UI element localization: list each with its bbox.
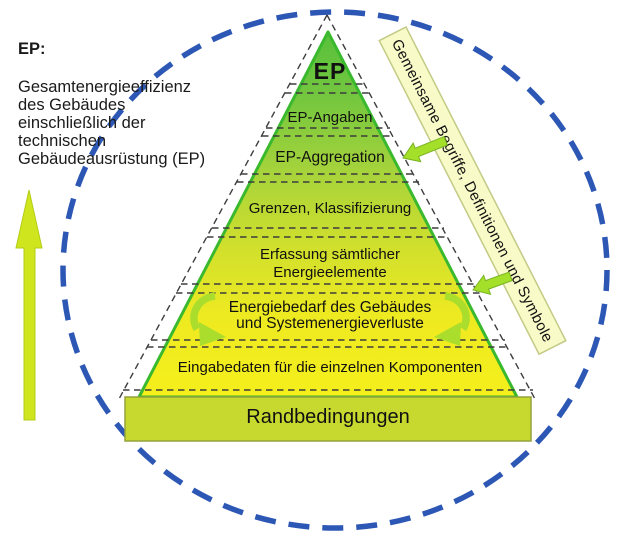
- base-bar: [124, 396, 532, 442]
- layer-label-ep-aggregation: EP-Aggregation: [275, 149, 385, 166]
- up-arrow-icon: [15, 189, 43, 421]
- sidebar-description: Gesamtenergieeffizienz des Gebäudes eins…: [18, 78, 206, 168]
- banner-box: [378, 25, 567, 356]
- cycle-arrow-right-icon: [434, 292, 470, 346]
- layer-label-energiebedarf: Energiebedarf des Gebäudes und Systemene…: [228, 299, 432, 332]
- pyramid-apex-label: EP: [313, 58, 347, 84]
- sidebar-heading: EP:: [18, 40, 46, 58]
- layer-separators: [123, 83, 533, 391]
- cycle-arrow-left-icon: [190, 292, 226, 346]
- banner-arrow-top-icon: [402, 135, 448, 163]
- layer-label-grenzen: Grenzen, Klassifizierung: [248, 200, 412, 217]
- base-label-randbedingungen: Randbedingungen: [246, 406, 410, 428]
- layer-label-erfassung: Erfassung sämtlicher Energieelemente: [259, 246, 401, 281]
- layer-label-eingabedaten: Eingabedaten für die einzelnen Komponent…: [177, 359, 483, 376]
- banner-arrow-bottom-icon: [472, 271, 513, 295]
- outer-dashed-triangle: [118, 14, 536, 400]
- scope-ellipse: [60, 9, 610, 531]
- layer-label-ep-angaben: EP-Angaben: [287, 109, 373, 126]
